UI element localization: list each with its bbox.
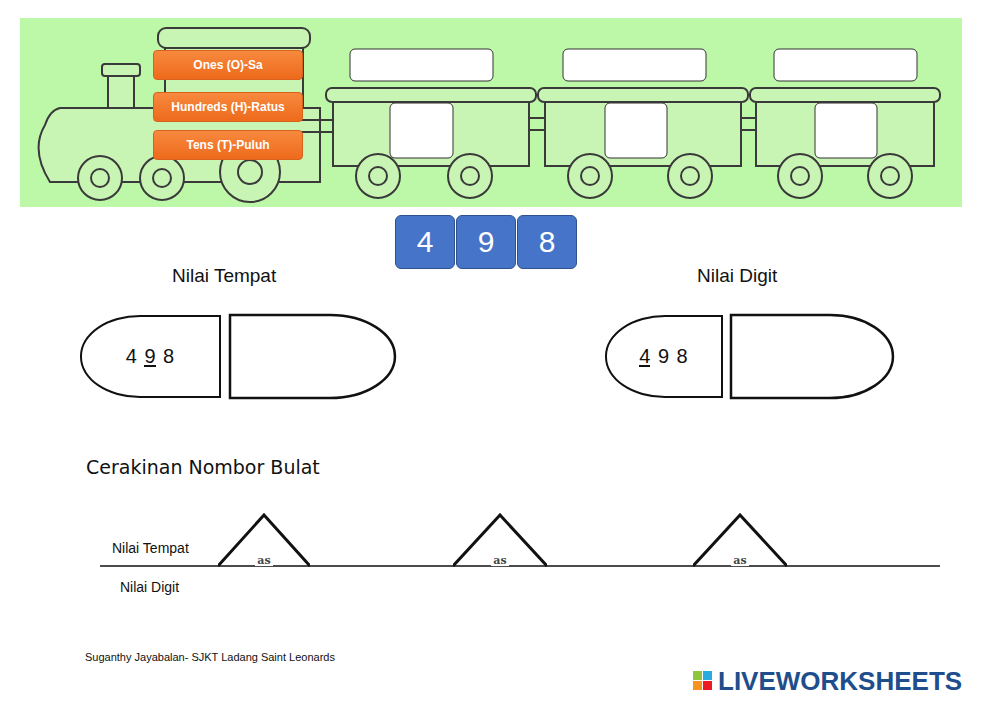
author-credit: Suganthy Jayabalan- SJKT Ladang Saint Le… [85, 651, 335, 663]
node-text: 4 [417, 225, 434, 259]
node-text: Hundreds (H)-Ratus [171, 100, 284, 114]
node-text: 8 [539, 225, 556, 259]
node-text: Tens (T)-Puluh [186, 138, 269, 152]
digit-tile: 9 [456, 215, 516, 269]
peak-marker: as [218, 513, 310, 567]
peak-marker: as [693, 513, 787, 567]
place-value-tag: Tens (T)-Puluh [153, 130, 303, 160]
number-pill: 4 9 8 [605, 315, 723, 398]
place-label: as [731, 555, 748, 566]
node-text: Ones (O)-Sa [193, 58, 262, 72]
row-label: Nilai Tempat [110, 540, 191, 556]
section-heading: Cerakinan Nombor Bulat [86, 456, 320, 478]
place-value-tag: Hundreds (H)-Ratus [153, 92, 303, 122]
row-label: Nilai Digit [120, 579, 179, 595]
number-pill: 4 9 8 [80, 315, 221, 398]
peak-marker: as [453, 513, 547, 567]
place-label: as [491, 555, 508, 566]
node-text: 9 [478, 225, 495, 259]
section-heading: Nilai Tempat [172, 265, 276, 287]
digit-underline [144, 365, 155, 367]
digit-tile: 8 [517, 215, 577, 269]
digit-tile: 4 [395, 215, 455, 269]
place-label: as [255, 555, 272, 566]
digit-underline [639, 365, 650, 367]
place-value-tag: Ones (O)-Sa [153, 50, 303, 80]
section-heading: Nilai Digit [697, 265, 777, 287]
watermark: LIVEWORKSHEETS [718, 666, 962, 697]
